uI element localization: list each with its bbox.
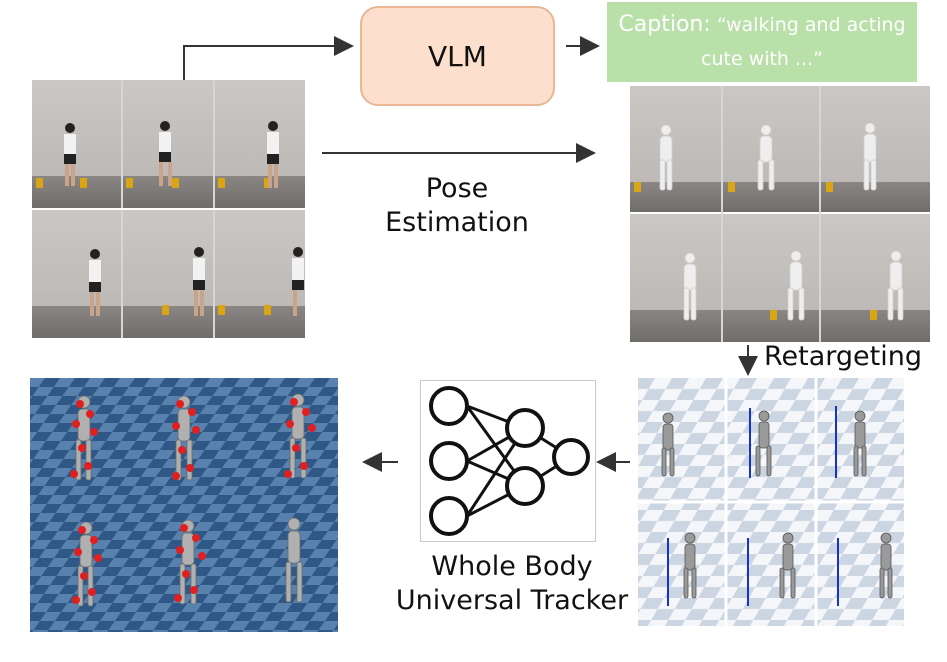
tracker-label-line2: Universal Tracker xyxy=(395,585,629,616)
vlm-box: VLM xyxy=(360,6,555,106)
vlm-label: VLM xyxy=(428,39,487,73)
caption-text: “walking and acting cute with ...” xyxy=(701,14,906,70)
pose-label-line2: Estimation xyxy=(385,207,529,238)
pose-estimation-label: Pose Estimation xyxy=(372,172,542,240)
input-video-frames xyxy=(32,80,305,338)
tracker-label-line1: Whole Body xyxy=(431,551,593,582)
pose-mesh-frames xyxy=(630,86,930,342)
caption-prefix: Caption: xyxy=(618,12,711,37)
retargeting-label: Retargeting xyxy=(764,341,923,372)
tracker-network-icon xyxy=(420,380,596,542)
tracker-label: Whole Body Universal Tracker xyxy=(392,550,632,618)
arrow-video-to-vlm xyxy=(183,36,354,80)
tracking-simulation-frames xyxy=(30,378,338,632)
retargeted-robot-frames xyxy=(638,378,904,626)
pose-label-line1: Pose xyxy=(425,173,489,204)
caption-box: Caption: “walking and acting cute with .… xyxy=(607,2,917,82)
